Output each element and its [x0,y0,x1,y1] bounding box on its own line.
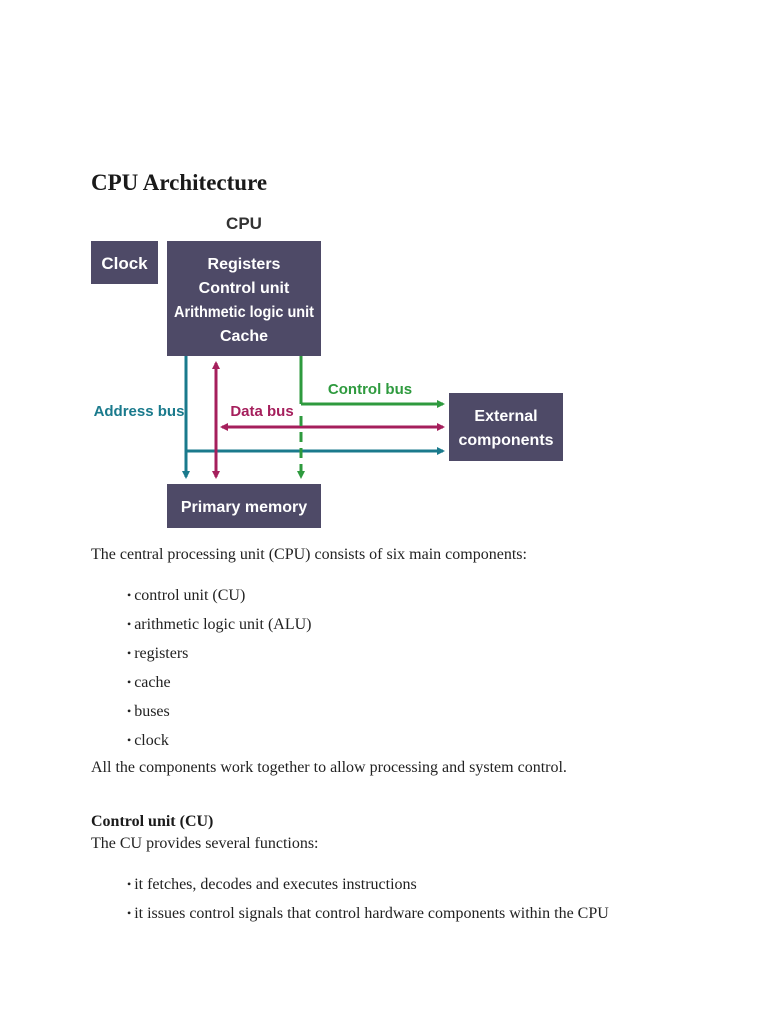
list-item-text: clock [134,732,169,749]
cpu-label: CPU [226,214,262,233]
list-item-text: it issues control signals that control h… [134,905,609,922]
data-bus [212,361,445,479]
cpu-line-control-unit: Control unit [199,280,290,297]
bullet-icon: • [127,675,132,689]
external-components-box [449,393,563,461]
address-bus-label: Address bus [94,403,185,420]
list-item: •registers [127,644,311,673]
list-item-text: arithmetic logic unit (ALU) [134,616,312,633]
page-title: CPU Architecture [91,170,268,195]
external-line-1: External [474,408,537,425]
primary-memory-label: Primary memory [181,499,307,516]
cpu-line-cache: Cache [220,328,268,345]
list-item: •arithmetic logic unit (ALU) [127,615,311,644]
list-item-text: buses [134,703,170,720]
bullet-icon: • [127,617,132,631]
cpu-architecture-diagram: CPU Clock Registers Control unit Arithme… [91,214,563,528]
cpu-box [167,241,321,356]
list-item-text: control unit (CU) [134,587,246,604]
control-bus-label: Control bus [328,381,412,398]
data-bus-label: Data bus [230,403,293,420]
clock-box [91,241,158,284]
components-list: •control unit (CU) •arithmetic logic uni… [127,586,311,760]
cpu-line-alu: Arithmetic logic unit [174,304,315,321]
section-heading-cu: Control unit (CU) [91,813,214,830]
primary-memory-box [167,484,321,528]
control-bus [297,356,445,479]
cpu-line-registers: Registers [208,256,281,273]
summary-paragraph: All the components work together to allo… [91,759,567,776]
list-item-text: it fetches, decodes and executes instruc… [134,876,417,893]
bullet-icon: • [127,588,132,602]
clock-label: Clock [101,254,148,273]
cu-functions-list: •it fetches, decodes and executes instru… [127,875,609,933]
bullet-icon: • [127,646,132,660]
list-item: •cache [127,673,311,702]
list-item: •buses [127,702,311,731]
external-line-2: components [458,432,553,449]
address-bus [182,356,445,479]
list-item-text: registers [134,645,189,662]
bullet-icon: • [127,704,132,718]
bullet-icon: • [127,906,132,920]
list-item: •it fetches, decodes and executes instru… [127,875,609,904]
intro-paragraph: The central processing unit (CPU) consis… [91,546,527,563]
list-item: •it issues control signals that control … [127,904,609,933]
bullet-icon: • [127,733,132,747]
bullet-icon: • [127,877,132,891]
list-item: •control unit (CU) [127,586,311,615]
list-item-text: cache [134,674,171,691]
cu-intro-paragraph: The CU provides several functions: [91,835,319,852]
list-item: •clock [127,731,311,760]
